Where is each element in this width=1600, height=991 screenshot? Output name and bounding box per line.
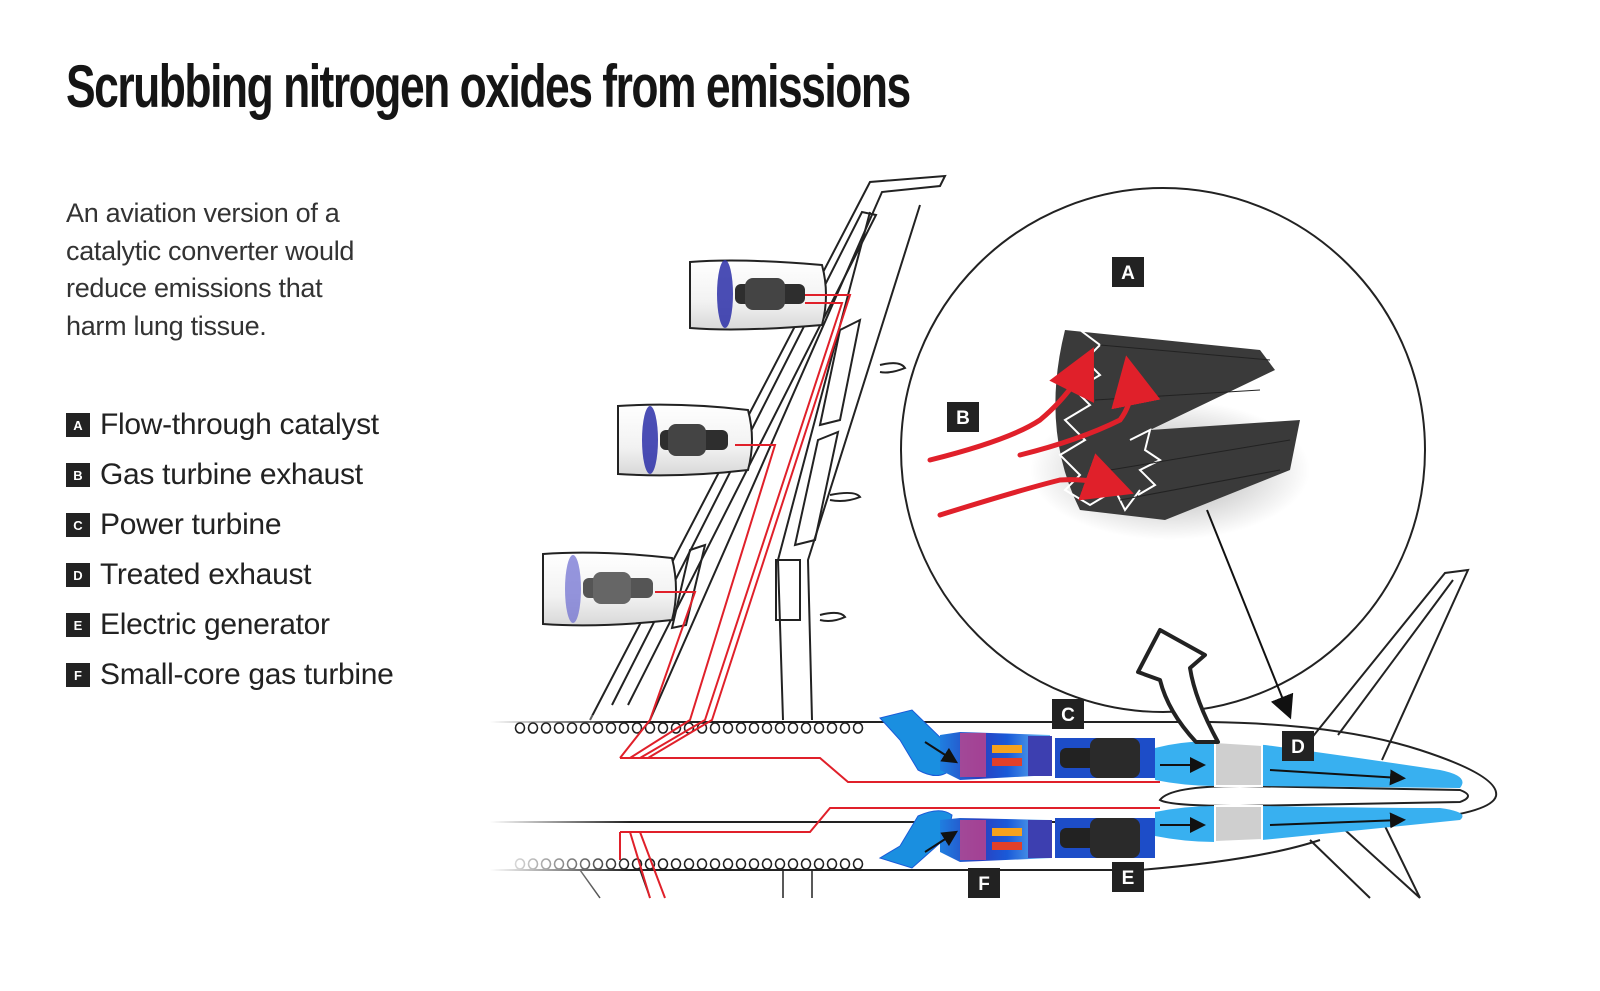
engine-2: [617, 403, 753, 477]
window: [787, 858, 799, 870]
window: [735, 722, 747, 734]
legend: A Flow-through catalyst B Gas turbine ex…: [66, 400, 394, 700]
treated-exhaust-arrow: [1206, 509, 1294, 720]
window: [527, 722, 539, 734]
window: [774, 722, 786, 734]
catalyst-illustration: [1030, 329, 1310, 540]
legend-key-d: D: [66, 563, 90, 587]
tail-fin: [1309, 568, 1470, 899]
callout-d: D: [1282, 731, 1314, 761]
window: [722, 858, 734, 870]
legend-item-c: C Power turbine: [66, 500, 394, 550]
callout-b: B: [947, 402, 979, 432]
exhaust-flow-arrows: [927, 347, 1161, 518]
svg-text:E: E: [1122, 868, 1135, 889]
window: [813, 858, 825, 870]
legend-label-a: Flow-through catalyst: [100, 408, 379, 441]
window: [605, 722, 617, 734]
zoom-arrow: [1136, 628, 1220, 744]
svg-text:C: C: [1061, 705, 1075, 726]
window: [566, 722, 578, 734]
window: [709, 858, 721, 870]
window: [852, 722, 864, 734]
window-row-upper: [514, 722, 864, 734]
window: [800, 722, 812, 734]
turbine-blades-lower: [960, 820, 1052, 860]
window: [553, 722, 565, 734]
legend-label-b: Gas turbine exhaust: [100, 458, 363, 491]
legend-key-a: A: [66, 413, 90, 437]
window: [787, 722, 799, 734]
window: [540, 722, 552, 734]
engine-1: [689, 259, 827, 331]
legend-key-c: C: [66, 513, 90, 537]
window: [592, 722, 604, 734]
window: [852, 858, 864, 870]
powertrain-lower: [878, 805, 1463, 869]
page-title: Scrubbing nitrogen oxides from emissions: [66, 53, 911, 120]
powertrain-upper: [879, 709, 1463, 788]
window: [657, 858, 669, 870]
window: [748, 858, 760, 870]
window: [579, 722, 591, 734]
window: [657, 722, 669, 734]
window: [683, 858, 695, 870]
window: [839, 722, 851, 734]
turbine-blades-upper: [960, 733, 1052, 777]
window: [800, 858, 812, 870]
window: [826, 722, 838, 734]
window: [670, 858, 682, 870]
legend-key-b: B: [66, 463, 90, 487]
legend-item-d: D Treated exhaust: [66, 550, 394, 600]
window: [761, 858, 773, 870]
legend-label-c: Power turbine: [100, 508, 282, 541]
window: [774, 858, 786, 870]
engine-3: [542, 551, 677, 627]
legend-label-e: Electric generator: [100, 608, 330, 641]
window: [514, 722, 526, 734]
legend-item-f: F Small-core gas turbine: [66, 650, 394, 700]
window: [839, 858, 851, 870]
svg-text:F: F: [978, 874, 990, 895]
intro-text: An aviation version of a catalytic conve…: [66, 198, 355, 341]
window: [696, 858, 708, 870]
window: [644, 722, 656, 734]
callout-e: E: [1112, 862, 1144, 892]
left-fade: [490, 715, 630, 825]
legend-label-f: Small-core gas turbine: [100, 658, 394, 691]
window: [618, 722, 630, 734]
callout-a: A: [1112, 257, 1144, 287]
callout-c: C: [1052, 699, 1084, 729]
legend-label-d: Treated exhaust: [100, 558, 312, 591]
callout-f: F: [968, 868, 1000, 898]
window: [631, 722, 643, 734]
window: [709, 722, 721, 734]
window: [722, 722, 734, 734]
window: [761, 722, 773, 734]
window: [826, 858, 838, 870]
legend-item-a: A Flow-through catalyst: [66, 400, 394, 450]
window: [748, 722, 760, 734]
fuselage-lower: [490, 826, 1321, 901]
svg-text:B: B: [956, 408, 970, 429]
window: [813, 722, 825, 734]
legend-key-e: E: [66, 613, 90, 637]
svg-text:A: A: [1121, 263, 1135, 284]
svg-text:D: D: [1291, 737, 1305, 758]
electrical-wiring: [619, 294, 1160, 899]
legend-item-b: B Gas turbine exhaust: [66, 450, 394, 500]
legend-key-f: F: [66, 663, 90, 687]
window: [670, 722, 682, 734]
legend-item-e: E Electric generator: [66, 600, 394, 650]
window: [735, 858, 747, 870]
